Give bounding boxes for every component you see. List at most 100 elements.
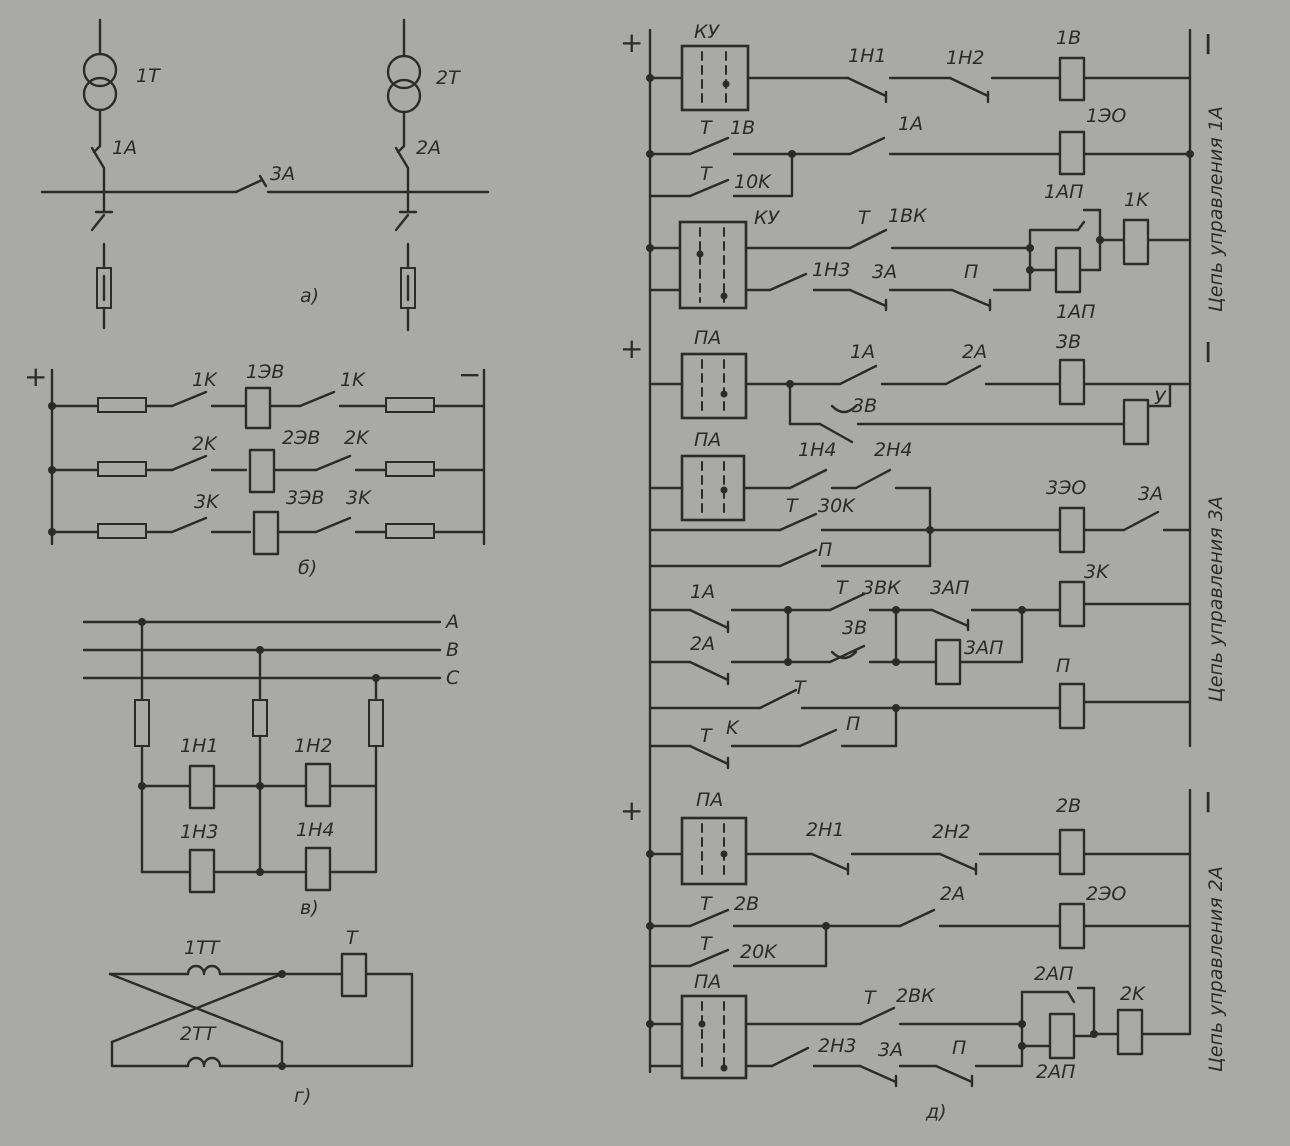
- relay-2ap-bottom-label: 2АП: [1036, 1061, 1075, 1083]
- contact-1a-c3-label: 1A: [850, 341, 875, 363]
- breaker-3a-label: 3A: [270, 163, 295, 185]
- automatic-switch-pa-3: [680, 816, 748, 886]
- button-30k-icon: Т: [786, 495, 799, 517]
- relay-1h4-label: 1H4: [296, 819, 334, 841]
- bar-mark-c1: I: [1204, 28, 1212, 61]
- fuse-row3: [97, 523, 147, 539]
- automatic-switch-pa-2: [680, 454, 746, 522]
- button-20k-icon: Т: [700, 933, 713, 955]
- button-1v-icon: Т: [700, 117, 713, 139]
- button-3vk-icon: Т: [836, 577, 849, 599]
- time-contact-3v-icon: [830, 404, 858, 414]
- contact-1h3-label: 1H3: [812, 259, 850, 281]
- coil-2k-label: 2K: [1120, 983, 1146, 1005]
- plus-sign-c1: +: [620, 26, 643, 59]
- minus-sign: −: [458, 358, 481, 391]
- contact-1h2-label: 1H2: [946, 47, 984, 69]
- panel-a-single-line: 1T 1A 3A 2T 2A: [40, 18, 490, 332]
- automatic-switch-pa-4: [680, 994, 748, 1080]
- contact-2h2-label: 2H2: [932, 821, 970, 843]
- relay-1h1-label: 1H1: [180, 735, 218, 757]
- contact-3k-label-right: 3K: [346, 487, 372, 509]
- relay-1h2: [304, 762, 332, 808]
- coil-1eo: [1058, 130, 1086, 176]
- coil-1v-label: 1B: [1056, 27, 1081, 49]
- button-2v-label: 2B: [734, 893, 759, 915]
- panel-b-caption: б): [298, 557, 317, 579]
- transformer-1t-label: 1T: [136, 65, 161, 87]
- relay-1h1: [188, 764, 216, 810]
- coil-1eo-label: 1ЭО: [1086, 105, 1126, 127]
- relay-3ap: [934, 638, 962, 686]
- coil-p-label: П: [1056, 655, 1070, 677]
- fuse-row2-right: [385, 461, 435, 477]
- contact-2a-c3-label: 2A: [962, 341, 987, 363]
- coil-1ev-label: 1ЭВ: [246, 361, 284, 383]
- button-2vk-icon: Т: [864, 987, 877, 1009]
- contact-3k-label: 3K: [194, 491, 220, 513]
- phase-a-label: A: [444, 611, 459, 633]
- contact-3v-c3b-label: 3B: [842, 617, 867, 639]
- coil-3ev: [252, 510, 280, 556]
- automatic-switch-pa-1: [680, 352, 748, 420]
- contact-2a-c3b-label: 2A: [690, 633, 715, 655]
- fuse-phase-a: [134, 699, 150, 747]
- contact-t-label: T: [794, 677, 807, 699]
- button-2vk-label: 2ВК: [896, 985, 936, 1007]
- plus-sign-c3: +: [620, 332, 643, 365]
- pa2-label: ПА: [694, 429, 721, 451]
- relay-3ap-label: 3АП: [964, 637, 1003, 659]
- contact-2h3-label: 2H3: [818, 1035, 856, 1057]
- coil-3v-label: 3B: [1056, 331, 1081, 353]
- relay-1ap: [1054, 246, 1082, 294]
- coil-2ev: [248, 448, 276, 494]
- contact-p2-label: П: [846, 713, 860, 735]
- contact-2h4-label: 2H4: [874, 439, 912, 461]
- panel-b-closing-circuit: + − 1K 1ЭВ 1K 2K 2ЭВ 2K: [24, 358, 486, 579]
- circuit-label-1a: Цепь управления 1A: [1205, 106, 1227, 312]
- coil-2ev-label: 2ЭВ: [282, 427, 320, 449]
- contact-p-c2-label: П: [952, 1037, 966, 1059]
- fuse-row3-right: [385, 523, 435, 539]
- coil-1k: [1122, 218, 1150, 266]
- contact-2a-c2-label: 2A: [940, 883, 965, 905]
- transformer-2t-label: 2T: [436, 67, 461, 89]
- plus-sign: +: [24, 360, 47, 393]
- button-3vk-label: 3ВК: [862, 577, 902, 599]
- contact-1a-c3b-label: 1A: [690, 581, 715, 603]
- bar-mark-c3: I: [1204, 336, 1212, 369]
- contact-1h1-label: 1H1: [848, 45, 886, 67]
- panel-d-control-circuits: + + + I I I Цепь управления 1A Цепь упра…: [620, 21, 1227, 1123]
- ku-top-label: КУ: [694, 21, 720, 43]
- contact-p-label: П: [964, 261, 978, 283]
- contact-3ap-label: 3АП: [930, 577, 969, 599]
- button-k-icon: Т: [700, 725, 713, 747]
- bar-mark-c2: I: [1204, 786, 1212, 819]
- pa4-label: ПА: [694, 971, 721, 993]
- panel-g-caption: г): [294, 1085, 311, 1107]
- panel-d-caption: д): [925, 1101, 947, 1123]
- contact-1a-label: 1A: [898, 113, 923, 135]
- transformer-1t-icon: [82, 76, 118, 112]
- contact-3a-c3-label: 3A: [1138, 483, 1163, 505]
- relay-1h4: [304, 846, 332, 892]
- coil-1v: [1058, 56, 1086, 102]
- ct-1tt-icon: [186, 964, 222, 976]
- phase-c-label: C: [446, 667, 460, 689]
- panel-a-caption: а): [300, 285, 319, 307]
- breaker-2a-label: 2A: [416, 137, 441, 159]
- contact-1k-label: 1K: [192, 369, 218, 391]
- relay-1ap-bottom-label: 1АП: [1056, 301, 1095, 323]
- coil-3k: [1058, 580, 1086, 628]
- coil-3k-label: 3K: [1084, 561, 1110, 583]
- button-10k-label: 10K: [734, 171, 772, 193]
- ct-2tt-label: 2TT: [180, 1023, 217, 1045]
- ct-1tt-label: 1TT: [184, 937, 221, 959]
- fuse-phase-b: [252, 699, 268, 737]
- fuse-row2: [97, 461, 147, 477]
- coil-p: [1058, 682, 1086, 730]
- ku-bottom-label: КУ: [754, 207, 780, 229]
- coil-2v-label: 2B: [1056, 795, 1081, 817]
- coil-1k-label: 1K: [1124, 189, 1150, 211]
